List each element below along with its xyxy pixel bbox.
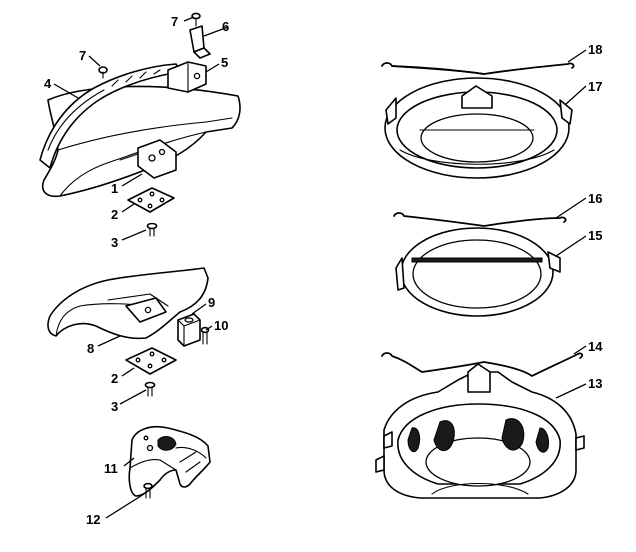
callout-7-top: 7 bbox=[171, 14, 178, 29]
callout-8: 8 bbox=[87, 341, 94, 356]
part-15-ring bbox=[395, 227, 561, 317]
part-16-wire-spring bbox=[393, 212, 567, 227]
callout-13: 13 bbox=[588, 376, 602, 391]
part-1-deflector-shield bbox=[41, 85, 241, 198]
part-17-upper-cup bbox=[384, 77, 573, 179]
callout-labels: 7 6 7 5 4 1 2 3 9 10 8 2 3 11 12 18 17 1… bbox=[44, 14, 603, 527]
callout-12: 12 bbox=[86, 512, 100, 527]
callout-14: 14 bbox=[588, 339, 603, 354]
callout-15: 15 bbox=[588, 228, 602, 243]
callout-2-upper: 2 bbox=[111, 207, 118, 222]
callout-18: 18 bbox=[588, 42, 602, 57]
part-3-screw-upper bbox=[146, 222, 158, 237]
part-10-screw bbox=[200, 326, 210, 345]
part-2-mounting-plate-upper bbox=[127, 187, 175, 213]
part-8-small-deflector bbox=[47, 267, 209, 340]
part-13-base-housing bbox=[375, 363, 585, 499]
callout-5: 5 bbox=[221, 55, 228, 70]
part-11-adapter-housing bbox=[128, 425, 211, 497]
part-18-wire-spring bbox=[381, 62, 575, 75]
part-3-screw-lower bbox=[144, 381, 156, 397]
callout-7-left: 7 bbox=[79, 48, 86, 63]
callout-11: 11 bbox=[104, 461, 118, 476]
part-6-angle-bracket bbox=[189, 25, 211, 59]
part-12-screw bbox=[143, 482, 153, 499]
callout-4: 4 bbox=[44, 76, 52, 91]
callout-1: 1 bbox=[111, 181, 118, 196]
part-5-bracket bbox=[167, 61, 207, 93]
part-7-screw-top bbox=[191, 12, 201, 27]
callout-17: 17 bbox=[588, 79, 602, 94]
callout-6: 6 bbox=[222, 19, 229, 34]
callout-3-lower: 3 bbox=[111, 399, 118, 414]
callout-9: 9 bbox=[208, 295, 215, 310]
leader-lines bbox=[53, 16, 587, 519]
part-9-block-bracket bbox=[177, 313, 201, 347]
callout-10: 10 bbox=[214, 318, 228, 333]
part-14-wire-spring bbox=[381, 352, 584, 377]
callout-2-lower: 2 bbox=[111, 371, 118, 386]
part-2-mounting-plate-lower bbox=[125, 347, 177, 375]
callout-16: 16 bbox=[588, 191, 602, 206]
callout-3-upper: 3 bbox=[111, 235, 118, 250]
part-7-screw-left bbox=[98, 66, 108, 79]
